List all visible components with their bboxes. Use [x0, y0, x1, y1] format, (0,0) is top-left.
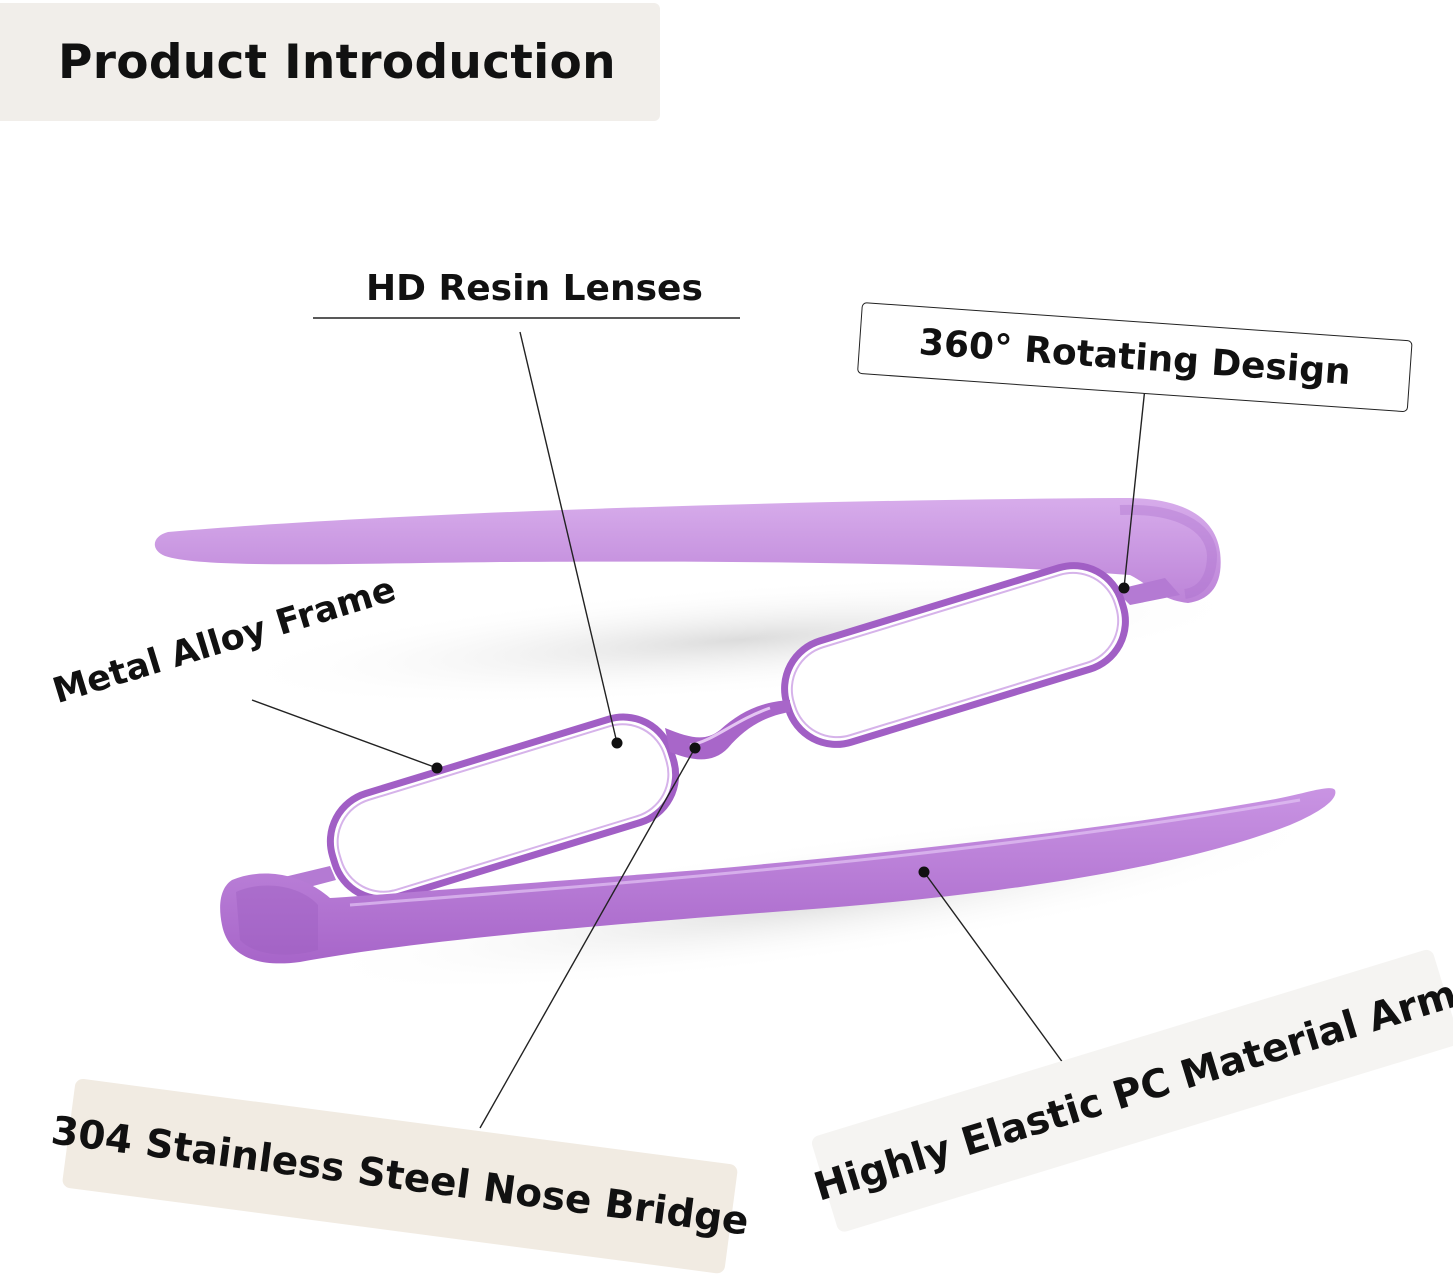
rotating-design-label: 360° Rotating Design	[917, 321, 1353, 393]
upper-temple-arm	[154, 497, 1221, 603]
pointer-dots	[431, 582, 1130, 878]
leader-lines	[251, 317, 1147, 1129]
hinge-right	[1115, 578, 1180, 605]
title-banner: Product Introduction	[0, 3, 660, 121]
lower-temple-arm	[220, 788, 1336, 964]
hd-resin-lenses-label: HD Resin Lenses	[366, 268, 703, 309]
page-title: Product Introduction	[58, 34, 616, 90]
left-lens	[326, 713, 680, 903]
